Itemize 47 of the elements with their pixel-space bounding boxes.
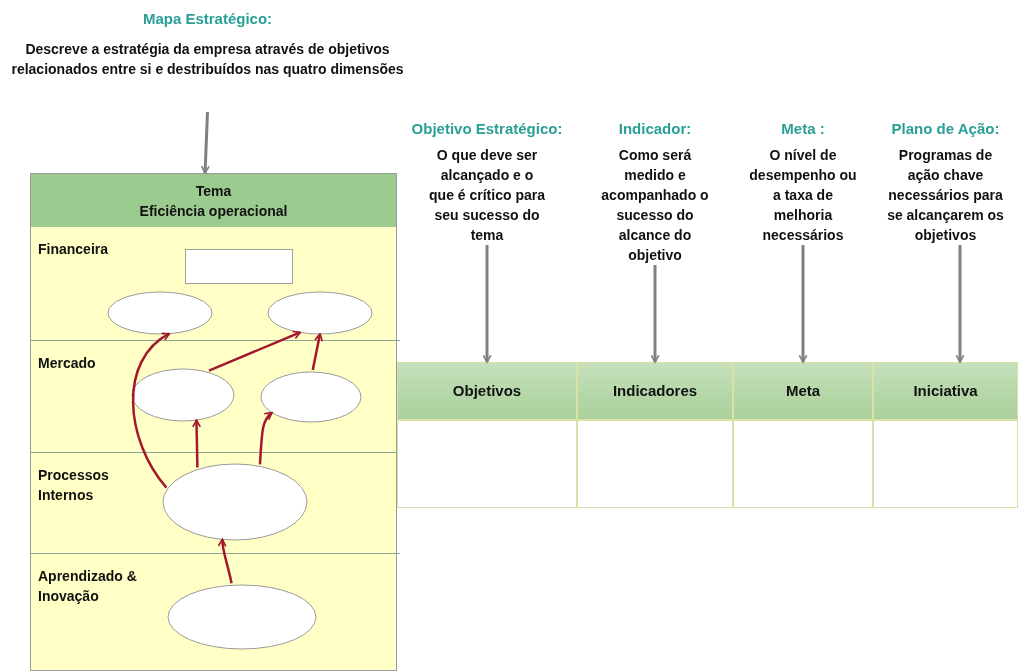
description: Programas de ação chave necessários para se alcançarem os objetivos xyxy=(886,145,1005,245)
table-cell xyxy=(733,420,873,508)
heading: Objetivo Estratégico: xyxy=(411,119,563,139)
table-header-cell xyxy=(577,362,733,420)
band-label: Processos Internos xyxy=(38,466,110,505)
description: Como será medido e acompanhado o sucesso do alcance do objetivo xyxy=(600,145,710,265)
arrow xyxy=(798,245,808,363)
column-heading: Iniciativa xyxy=(913,380,978,401)
description: O que deve ser alcançado e o que é crítico para seu sucesso do tema xyxy=(428,145,546,245)
heading: Indicador: xyxy=(618,119,692,139)
theme-panel xyxy=(30,173,397,671)
panel-heading: Tema xyxy=(195,181,232,201)
band-label: Mercado xyxy=(38,354,97,373)
arrow xyxy=(955,245,965,363)
table-cell xyxy=(577,420,733,508)
table-cell xyxy=(397,420,577,508)
arrow xyxy=(208,330,301,372)
empty-box xyxy=(185,249,293,284)
empty-ellipse xyxy=(167,584,317,650)
arrow xyxy=(192,419,202,468)
arrow xyxy=(311,333,324,371)
table-header-cell xyxy=(733,362,873,420)
arrow xyxy=(217,538,233,584)
arrow xyxy=(650,265,660,363)
empty-ellipse xyxy=(267,291,373,335)
empty-ellipse xyxy=(162,463,308,541)
arrow xyxy=(200,111,210,174)
description: Descreve a estratégia da empresa através de objetivos relacionados entre si e destribuídos nas quatro dimensões xyxy=(10,39,405,79)
band-label: Financeira xyxy=(38,240,110,259)
description: O nível de desempenho ou a taxa de melhoria necessários xyxy=(748,145,858,245)
table-header-cell xyxy=(397,362,577,420)
column-heading: Objetivos xyxy=(452,380,522,401)
arrow xyxy=(131,332,171,489)
empty-ellipse xyxy=(260,371,362,423)
table-cell xyxy=(873,420,1018,508)
arrow xyxy=(258,411,273,465)
heading: Plano de Ação: xyxy=(891,119,1000,139)
heading: Mapa Estratégico: xyxy=(142,9,273,29)
arrow xyxy=(482,245,492,363)
column-heading: Meta xyxy=(785,380,821,401)
band-label: Aprendizado & Inovação xyxy=(38,567,138,606)
empty-ellipse xyxy=(131,368,235,422)
empty-ellipse xyxy=(107,291,213,335)
table-header-cell xyxy=(873,362,1018,420)
column-heading: Indicadores xyxy=(612,380,698,401)
panel-heading: Eficiência operacional xyxy=(139,201,288,221)
heading: Meta : xyxy=(781,119,825,139)
